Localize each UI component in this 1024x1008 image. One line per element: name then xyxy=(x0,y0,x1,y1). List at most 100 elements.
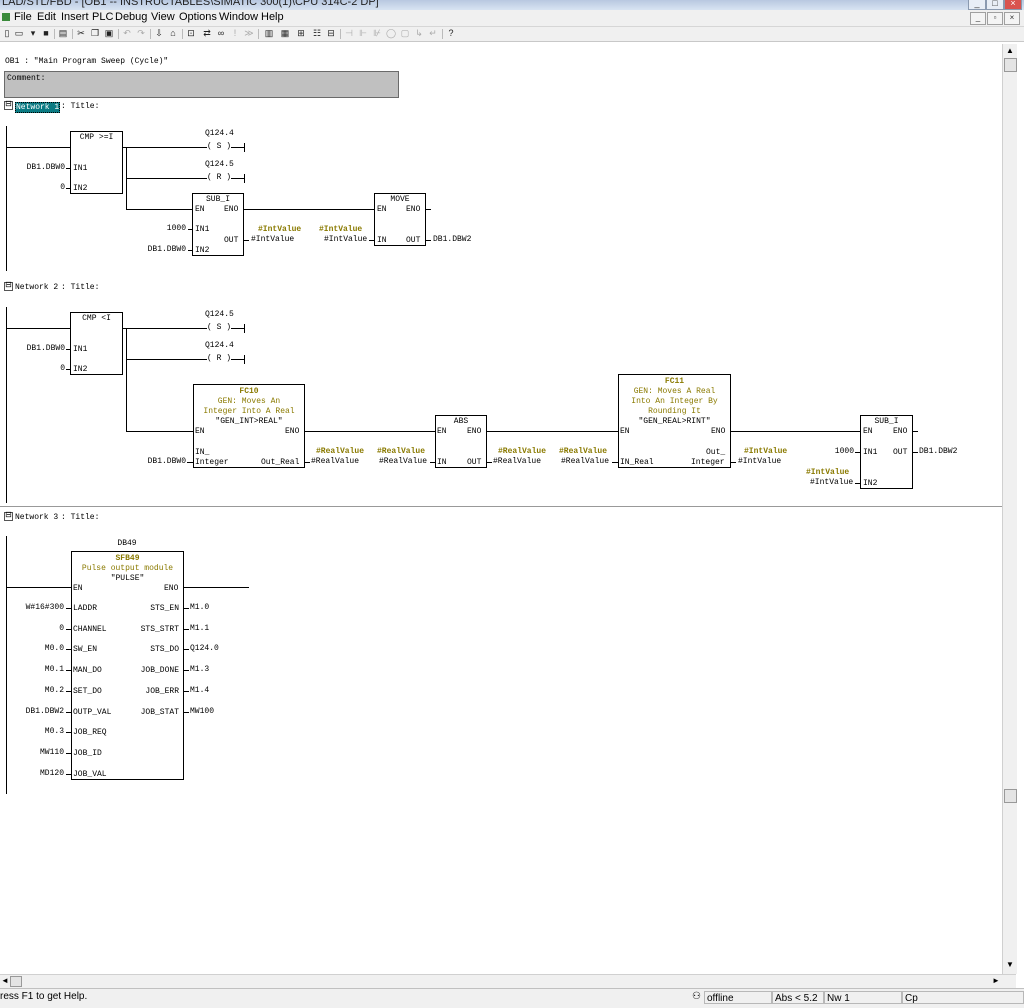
nc-contact-icon[interactable]: ⊮ xyxy=(373,28,381,38)
horizontal-scrollbar[interactable]: ◄ ► xyxy=(0,974,1016,988)
n2-abs-in-value[interactable]: #RealValue xyxy=(379,457,428,466)
context-help-icon[interactable]: ? xyxy=(448,28,454,38)
open-icon[interactable]: ▭ xyxy=(14,28,24,38)
fbd-view-icon[interactable]: ⊟ xyxy=(327,28,335,38)
scroll-down-icon[interactable]: ▼ xyxy=(1006,960,1014,969)
next-icon[interactable]: ! xyxy=(233,28,237,38)
maximize-button[interactable]: □ xyxy=(986,0,1004,10)
menu-view[interactable]: View xyxy=(151,11,175,23)
n1-move-box[interactable]: MOVE EN ENO IN OUT xyxy=(374,193,426,246)
n3-input-value[interactable]: DB1.DBW2 xyxy=(25,707,64,716)
download-icon[interactable]: ⇩ xyxy=(155,28,163,38)
n2-sub-in1-value[interactable]: 1000 xyxy=(834,447,854,456)
scroll-up-icon[interactable]: ▲ xyxy=(1006,46,1014,55)
n2-coil1-address[interactable]: Q124.5 xyxy=(205,310,234,319)
n2-abs-out-value[interactable]: #RealValue xyxy=(493,457,542,466)
undo-icon[interactable]: ↶ xyxy=(123,28,131,38)
accessible-nodes-icon[interactable]: ⊡ xyxy=(187,28,195,38)
cut-icon[interactable]: ✂ xyxy=(77,28,85,38)
menu-insert[interactable]: Insert xyxy=(61,11,89,23)
network-2-label[interactable]: Network 2 xyxy=(15,283,59,292)
n3-input-value[interactable]: M0.3 xyxy=(44,727,64,736)
close-branch-icon[interactable]: ↵ xyxy=(429,28,437,38)
vertical-scrollbar[interactable]: ▲ ▼ xyxy=(1002,44,1017,974)
n2-coil2-reset[interactable]: ( R ) xyxy=(207,354,232,363)
copy-icon[interactable]: ❐ xyxy=(90,28,100,38)
n1-sub-out-value[interactable]: #IntValue xyxy=(251,235,295,244)
details-icon[interactable]: ▦ xyxy=(280,28,290,38)
n3-input-value[interactable]: M0.1 xyxy=(44,665,64,674)
mdi-minimize-button[interactable]: _ xyxy=(970,12,986,25)
vertical-scroll-thumb[interactable] xyxy=(1004,58,1017,72)
n1-sub-box[interactable]: SUB_I EN ENO IN1 OUT IN2 xyxy=(192,193,244,256)
new-network-icon[interactable]: ⊣ xyxy=(345,28,353,38)
mdi-close-button[interactable]: × xyxy=(1004,12,1020,25)
split-thumb[interactable] xyxy=(1004,789,1017,803)
n1-coil2-reset[interactable]: ( R ) xyxy=(207,173,232,182)
n3-input-value[interactable]: W#16#300 xyxy=(25,603,64,612)
mdi-restore-button[interactable]: ▫ xyxy=(987,12,1003,25)
stl-view-icon[interactable]: ☷ xyxy=(312,28,322,38)
n3-input-value[interactable]: 0 xyxy=(59,624,64,633)
n3-input-value[interactable]: MD120 xyxy=(39,769,64,778)
n3-input-value[interactable]: M0.0 xyxy=(44,644,64,653)
coil-icon[interactable]: ◯ xyxy=(386,28,397,38)
redo-icon[interactable]: ↷ xyxy=(137,28,145,38)
n2-cmp-in1-value[interactable]: DB1.DBW0 xyxy=(26,344,65,353)
empty-box-icon[interactable]: ▢ xyxy=(400,28,410,38)
n2-coil2-address[interactable]: Q124.4 xyxy=(205,341,234,350)
network-1-label[interactable]: Network 1 xyxy=(15,102,61,113)
n2-fc10-out-value[interactable]: #RealValue xyxy=(311,457,360,466)
n2-fc11-out-value[interactable]: #IntValue xyxy=(738,457,782,466)
upload-icon[interactable]: ⌂ xyxy=(170,28,176,38)
lad-view-icon[interactable]: ⊞ xyxy=(297,28,305,38)
n2-fc10-box[interactable]: FC10 GEN: Moves An Integer Into A Real "… xyxy=(193,384,305,468)
n2-sub-box[interactable]: SUB_I EN ENO IN1 OUT IN2 xyxy=(860,415,913,489)
scroll-left-icon[interactable]: ◄ xyxy=(1,976,9,985)
n2-sub-in2-value[interactable]: #IntValue xyxy=(810,478,854,487)
n3-sfb49-box[interactable]: SFB49 Pulse output module "PULSE" EN ENO… xyxy=(71,551,184,780)
minimize-button[interactable]: _ xyxy=(968,0,986,10)
monitor-icon[interactable]: ∞ xyxy=(217,28,225,38)
n3-output-value[interactable]: M1.1 xyxy=(190,624,210,633)
n1-sub-in2-value[interactable]: DB1.DBW0 xyxy=(147,245,186,254)
n3-input-value[interactable]: M0.2 xyxy=(44,686,64,695)
n2-cmp-in2-value[interactable]: 0 xyxy=(60,364,65,373)
open-branch-icon[interactable]: ↳ xyxy=(415,28,423,38)
overview-icon[interactable]: ▥ xyxy=(264,28,274,38)
prev-icon[interactable]: ≫ xyxy=(244,28,254,38)
n1-coil2-address[interactable]: Q124.5 xyxy=(205,160,234,169)
n3-output-value[interactable]: Q124.0 xyxy=(190,644,219,653)
n2-fc10-in-value[interactable]: DB1.DBW0 xyxy=(147,457,186,466)
scroll-right-icon[interactable]: ► xyxy=(992,976,1000,985)
menu-help[interactable]: Help xyxy=(261,11,284,23)
n1-move-in-value[interactable]: #IntValue xyxy=(324,235,368,244)
horizontal-scroll-thumb[interactable] xyxy=(10,976,22,987)
ladder-editor[interactable]: OB1 : "Main Program Sweep (Cycle)" Comme… xyxy=(0,44,1002,974)
menu-file[interactable]: File xyxy=(14,11,32,23)
network-2-collapse-icon[interactable]: ⊟ xyxy=(4,281,13,291)
n2-fc11-box[interactable]: FC11 GEN: Moves A Real Into An Integer B… xyxy=(618,374,731,468)
close-button[interactable]: × xyxy=(1004,0,1022,10)
network-3-label[interactable]: Network 3 xyxy=(15,513,59,522)
n1-coil1-address[interactable]: Q124.4 xyxy=(205,129,234,138)
n3-input-value[interactable]: MW110 xyxy=(39,748,64,757)
dropdown-icon[interactable]: ▾ xyxy=(30,28,36,38)
paste-icon[interactable]: ▣ xyxy=(104,28,114,38)
n2-sub-out-value[interactable]: DB1.DBW2 xyxy=(919,447,958,456)
network-1-collapse-icon[interactable]: ⊟ xyxy=(4,100,13,110)
n2-abs-box[interactable]: ABS EN ENO IN OUT xyxy=(435,415,487,468)
n1-coil1-set[interactable]: ( S ) xyxy=(207,142,232,151)
menu-edit[interactable]: Edit xyxy=(37,11,56,23)
print-icon[interactable]: ▤ xyxy=(58,28,68,38)
menu-options[interactable]: Options xyxy=(179,11,217,23)
n3-output-value[interactable]: M1.4 xyxy=(190,686,210,695)
n3-output-value[interactable]: MW100 xyxy=(190,707,215,716)
n1-sub-in1-value[interactable]: 1000 xyxy=(166,224,186,233)
n2-cmp-box[interactable]: CMP <I IN1 IN2 xyxy=(70,312,123,375)
online-offline-icon[interactable]: ⇄ xyxy=(203,28,211,38)
menu-plc[interactable]: PLC xyxy=(92,11,114,23)
no-contact-icon[interactable]: ⊩ xyxy=(359,28,367,38)
n2-fc11-in-value[interactable]: #RealValue xyxy=(561,457,610,466)
n1-cmp-in2-value[interactable]: 0 xyxy=(60,183,65,192)
